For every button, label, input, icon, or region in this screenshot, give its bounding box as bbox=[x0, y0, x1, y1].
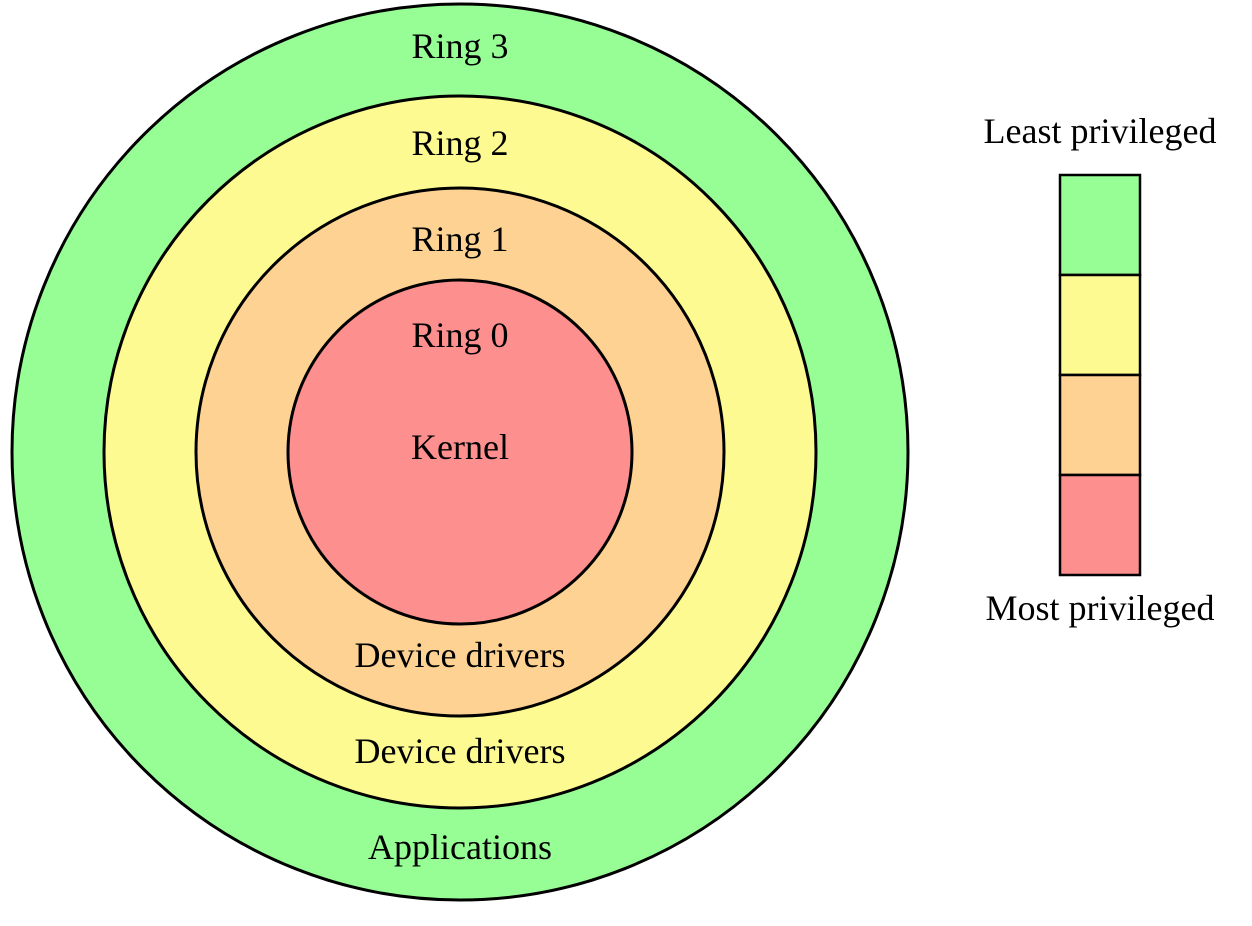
ring-2-content: Device drivers bbox=[355, 731, 566, 771]
legend-swatch-ring-1 bbox=[1058, 373, 1142, 477]
legend-swatch-ring-0 bbox=[1058, 473, 1142, 577]
ring-0-label: Ring 0 bbox=[411, 315, 508, 355]
ring-0-circle bbox=[286, 278, 634, 626]
ring-1-content: Device drivers bbox=[355, 635, 566, 675]
legend-top-label: Least privileged bbox=[984, 111, 1217, 151]
ring-1-label: Ring 1 bbox=[411, 219, 508, 259]
ring-3-label: Ring 3 bbox=[411, 26, 508, 66]
legend-swatch-ring-2 bbox=[1058, 273, 1142, 377]
ring-3-content: Applications bbox=[368, 827, 552, 867]
legend-bottom-label: Most privileged bbox=[986, 588, 1215, 628]
privilege-legend-bar bbox=[1058, 173, 1142, 577]
ring-2-label: Ring 2 bbox=[411, 123, 508, 163]
legend-swatch-ring-3 bbox=[1058, 173, 1142, 277]
ring-0-content: Kernel bbox=[411, 427, 509, 467]
